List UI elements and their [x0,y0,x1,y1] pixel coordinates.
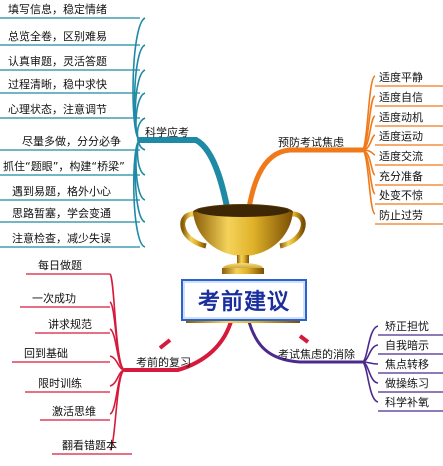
leaf-prevention-2: 适度动机 [379,111,423,124]
leaf-relief-2: 焦点转移 [385,358,429,371]
leaf-prevention-7: 防止过劳 [379,209,423,222]
leaf-review-1: 一次成功 [32,292,76,305]
leaf-review-0: 每日做题 [38,259,82,272]
leaf-science-1: 总览全卷，区别难易 [8,30,107,43]
branch-label-anxiety-prevention: 预防考试焦虑 [278,136,344,149]
leaf-science-7: 遇到易题，格外小心 [12,185,111,198]
leaf-review-3: 回到基础 [24,347,68,360]
ribbon-accent-right [298,334,310,344]
branch-label-review: 考前的复习 [136,356,191,369]
leaf-relief-4: 科学补氧 [385,396,429,409]
leaf-science-5: 尽量多做，分分必争 [22,135,121,148]
leaf-review-6: 翻看错题本 [62,439,117,452]
branch-science-lines [0,17,235,248]
leaf-relief-3: 做操练习 [385,377,429,390]
branch-label-anxiety-relief: 考试焦虑的消除 [278,348,355,361]
branch-review-lines [12,273,234,455]
leaf-prevention-3: 适度运动 [379,130,423,143]
leaf-science-6: 抓住“题眼”，构建“桥梁” [3,160,125,173]
leaf-science-9: 注意检查，减少失误 [12,232,111,245]
leaf-science-3: 过程清晰，稳中求快 [8,78,107,91]
leaf-relief-1: 自我暗示 [385,339,429,352]
leaf-science-2: 认真审题，灵活答题 [8,55,107,68]
leaf-relief-0: 矫正担忧 [385,320,429,333]
branch-label-science: 科学应考 [145,126,189,139]
leaf-prevention-1: 适度自信 [379,91,423,104]
leaf-science-0: 填写信息，稳定情绪 [8,3,107,16]
leaf-review-2: 讲求规范 [48,318,92,331]
leaf-prevention-0: 适度平静 [379,71,423,84]
leaf-prevention-6: 处变不惊 [379,189,423,202]
leaf-review-4: 限时训练 [38,377,82,390]
central-title: 考前建议 [181,279,307,321]
leaf-prevention-5: 充分准备 [379,170,423,183]
leaf-prevention-4: 适度交流 [379,150,423,163]
branch-anxiety-relief-lines [246,316,443,412]
leaf-review-5: 激活思维 [52,405,96,418]
leaf-science-8: 思路暂塞，学会变通 [12,207,111,220]
leaf-science-4: 心理状态，注意调节 [8,103,107,116]
ribbon-accent-left [158,338,172,350]
